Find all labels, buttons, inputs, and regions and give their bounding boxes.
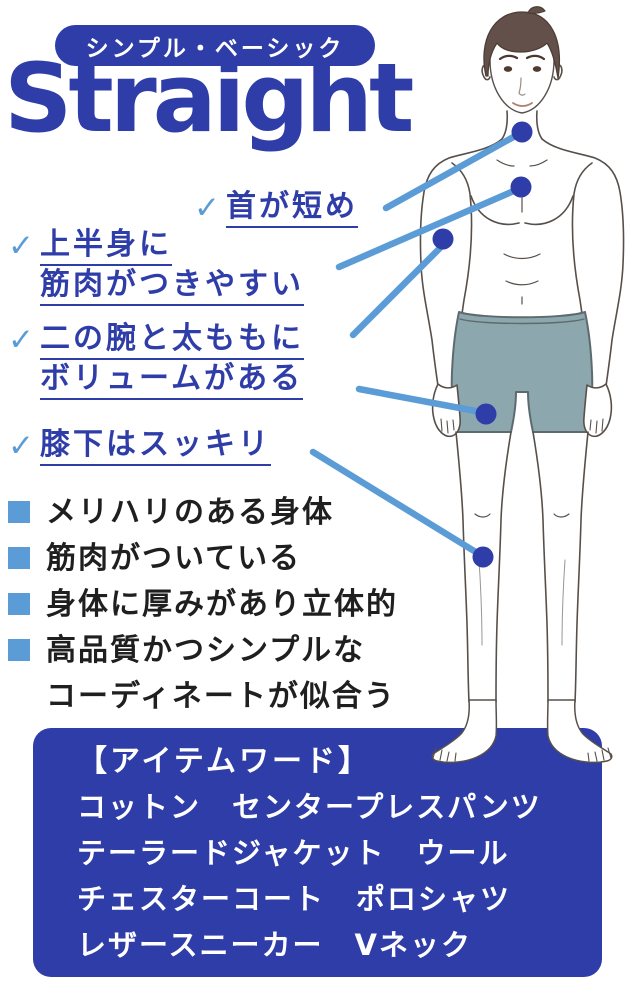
checkmark-icon: ✓ (194, 190, 220, 226)
trait-item-continuation: コーディネートが似合う (8, 674, 398, 720)
trait-text: 身体に厚みがあり立体的 (46, 587, 398, 622)
feature-arms-thighs: ✓ 二の腕と太ももに ボリュームがある (8, 320, 304, 400)
feature-text: 膝下はスッキリ (39, 426, 271, 466)
item-words-row: コットン センタープレスパンツ (77, 790, 542, 824)
feature-text: ボリュームがある (39, 360, 304, 400)
item-words-row: レザースニーカー Vネック (77, 928, 472, 962)
checkmark-icon: ✓ (8, 228, 34, 264)
feature-upper-body: ✓ 上半身に 筋肉がつきやすい (8, 226, 304, 306)
feature-text: 二の腕と太ももに (39, 320, 304, 360)
trait-list: メリハリのある身体 筋肉がついている 身体に厚みがあり立体的 高品質かつシンプル… (8, 490, 398, 720)
trait-text: コーディネートが似合う (46, 679, 396, 714)
male-body-illustration (419, 6, 625, 764)
trait-item: メリハリのある身体 (8, 490, 398, 536)
page-title: Straight (4, 44, 414, 154)
square-bullet-icon (8, 501, 30, 523)
square-bullet-icon (8, 593, 30, 615)
feature-below-knee: ✓ 膝下はスッキリ (8, 426, 271, 466)
trait-text: 高品質かつシンプルな (46, 633, 366, 668)
trait-text: メリハリのある身体 (46, 495, 334, 530)
type-badge: シンプル・ベーシック (55, 25, 375, 66)
trait-text: 筋肉がついている (46, 541, 302, 576)
trait-item: 高品質かつシンプルな (8, 628, 398, 674)
feature-text: 筋肉がつきやすい (39, 266, 304, 306)
shorts (450, 311, 594, 433)
feature-text: 上半身に (39, 226, 172, 266)
item-words-box: 【アイテムワード】 コットン センタープレスパンツ テーラードジャケット ウール… (33, 728, 602, 977)
checkmark-icon: ✓ (8, 322, 34, 358)
trait-item: 筋肉がついている (8, 536, 398, 582)
item-words-row: テーラードジャケット ウール (77, 836, 510, 870)
checkmark-icon: ✓ (8, 428, 34, 464)
square-bullet-icon (8, 639, 30, 661)
hair (483, 11, 560, 79)
feature-neck: ✓ 首が短め (194, 188, 358, 228)
item-words-heading: 【アイテムワード】 (77, 744, 371, 779)
item-words-row: チェスターコート ポロシャツ (77, 882, 512, 916)
type-badge-label: シンプル・ベーシック (85, 35, 345, 62)
square-bullet-icon (8, 547, 30, 569)
feature-text: 首が短め (225, 188, 358, 228)
trait-item: 身体に厚みがあり立体的 (8, 582, 398, 628)
